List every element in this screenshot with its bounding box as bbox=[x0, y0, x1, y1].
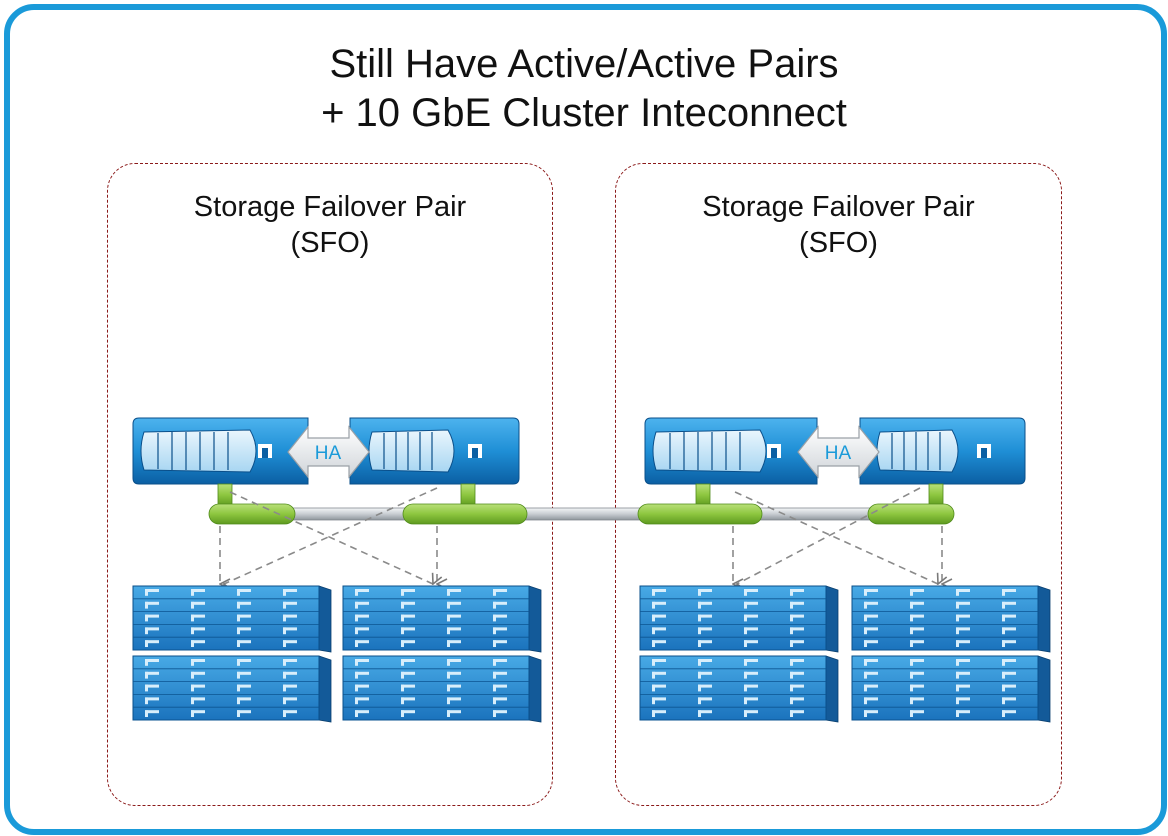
sfo-pair-left-group bbox=[107, 163, 553, 806]
disk-shelf-stack-left-a bbox=[132, 585, 332, 723]
title-line-2: + 10 GbE Cluster Inteconnect bbox=[321, 91, 847, 135]
sfo-pair-right-group bbox=[615, 163, 1062, 806]
cluster-interconnect bbox=[208, 483, 955, 525]
sfo-pair-right-label-line1: Storage Failover Pair bbox=[702, 191, 975, 223]
slide-frame bbox=[4, 4, 1167, 835]
ha-link-left: HA bbox=[287, 425, 370, 479]
disk-shelf-stack-right-b bbox=[851, 585, 1051, 723]
controller-left-a bbox=[132, 417, 309, 485]
ha-link-right: HA bbox=[797, 425, 880, 479]
sfo-pair-left-label-line2: (SFO) bbox=[290, 227, 370, 259]
ha-label-left: HA bbox=[315, 443, 342, 464]
sfo-pair-left-label: Storage Failover Pair (SFO) bbox=[107, 189, 553, 261]
sfo-pair-right-label-line2: (SFO) bbox=[799, 227, 878, 259]
disk-shelf-icon bbox=[639, 655, 839, 723]
sfo-pair-left-label-line1: Storage Failover Pair bbox=[193, 191, 467, 223]
slide-title: Still Have Active/Active Pairs + 10 GbE … bbox=[0, 40, 1168, 138]
controller-right-a bbox=[644, 417, 818, 485]
title-line-1: Still Have Active/Active Pairs bbox=[329, 42, 839, 86]
disk-shelf-stack-left-b bbox=[342, 585, 542, 723]
disk-paths-left bbox=[220, 487, 437, 584]
sfo-pair-right-label: Storage Failover Pair (SFO) bbox=[615, 189, 1062, 261]
disk-shelf-icon bbox=[342, 655, 542, 723]
disk-shelf-icon bbox=[132, 655, 332, 723]
ha-label-right: HA bbox=[825, 443, 852, 464]
disk-shelf-icon bbox=[639, 585, 839, 653]
disk-paths-right bbox=[733, 487, 942, 584]
controller-right-b bbox=[859, 417, 1026, 485]
disk-shelf-icon bbox=[342, 585, 542, 653]
disk-shelf-icon bbox=[851, 585, 1051, 653]
disk-shelf-icon bbox=[132, 585, 332, 653]
disk-shelf-icon bbox=[851, 655, 1051, 723]
disk-shelf-stack-right-a bbox=[639, 585, 839, 723]
disk-shelves bbox=[132, 585, 1051, 723]
controller-left-b bbox=[349, 417, 520, 485]
